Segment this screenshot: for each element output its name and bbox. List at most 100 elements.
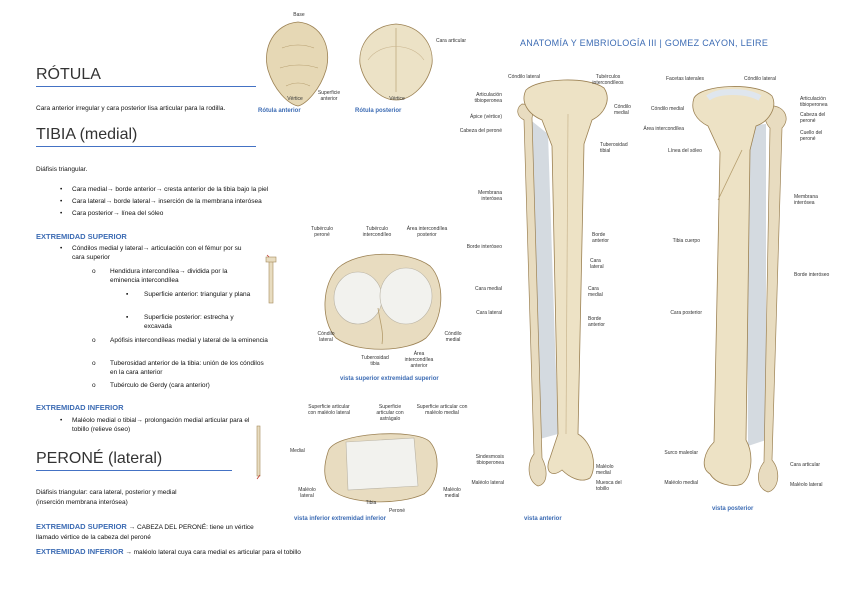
patella-label-vertice-a: Vértice — [284, 96, 306, 102]
tibia-sup-l1: Cóndilos medial y lateral→ articulación … — [72, 244, 252, 262]
post-label-linea-soleo: Línea del sóleo — [660, 148, 710, 154]
label-sup-art-med: Superficie articular con maléolo medial — [416, 404, 468, 416]
tibia-sup-l3a: Superficie anterior: triangular y plana — [144, 290, 254, 299]
section-title-rotula: RÓTULA — [36, 66, 101, 84]
subsection-title-inf: EXTREMIDAD INFERIOR — [36, 403, 124, 412]
patella-label-cara-art: Cara articular — [436, 38, 466, 44]
ant-label-membrana: Membrana interósea — [460, 190, 502, 202]
tibia-fibula-posterior-figure — [690, 80, 794, 500]
document-header: ANATOMÍA Y EMBRIOLOGÍA III | GOMEZ CAYON… — [520, 38, 768, 48]
post-label-malleolo-lat: Maléolo lateral — [790, 482, 826, 488]
label-sup-art-lat: Superficie articular con maléolo lateral — [308, 404, 350, 416]
ant-label-borde-ant: Borde anterior — [592, 232, 616, 244]
label-condilo-med: Cóndilo medial — [440, 331, 466, 343]
label-malleolo-med: Maléolo medial — [440, 487, 464, 499]
ant-label-cara-lateral2: Cara lateral — [468, 310, 502, 316]
ant-label-cabeza: Cabeza del peroné — [448, 128, 502, 134]
tibia-fibula-anterior-figure — [508, 74, 612, 494]
ant-label-sind: Sindesmosis tibioperonea — [452, 454, 504, 466]
patella-label-vertice-p: Vértice — [386, 96, 408, 102]
perone-inf-text: maléolo lateral cuya cara medial es arti… — [134, 549, 301, 556]
perone-inf-label: EXTREMIDAD INFERIOR — [36, 547, 124, 556]
ant-label-malleolo-med: Maléolo medial — [596, 464, 624, 476]
fig-inf-caption: vista inferior extremidad inferior — [294, 516, 386, 522]
post-label-condilo-med: Cóndilo medial — [650, 106, 684, 112]
perone-sup-text: CABEZA DEL PERONÉ: tiene un vértice — [137, 524, 254, 531]
ant-label-apice: Ápice (vértice) — [454, 114, 502, 120]
label-area-post: Área intercondílea posterior — [404, 226, 450, 238]
post-label-cabeza: Cabeza del peroné — [800, 112, 836, 124]
ant-label-tuberc: Tubérculos intercondíleos — [586, 74, 630, 86]
post-label-malleolo-med: Maléolo medial — [664, 480, 698, 486]
patella-label-base: Base — [289, 12, 309, 18]
tibia-sup-l3b: Superficie posterior: estrecha y excavad… — [144, 313, 254, 331]
section-title-tibia: TIBIA (medial) — [36, 126, 137, 144]
label-tibia-bottom: Tibia — [360, 500, 382, 506]
label-medial: Medial — [290, 448, 310, 454]
tibia-bullet-2: Cara lateral→ borde lateral→ inserción d… — [72, 197, 332, 206]
perone-inf-line: EXTREMIDAD INFERIOR → maléolo lateral cu… — [36, 547, 301, 557]
bullet-marker: o — [92, 267, 96, 276]
label-condilo-lat: Cóndilo lateral — [313, 331, 339, 343]
tibia-sup-l2b: Apófisis intercondíleas medial y lateral… — [110, 336, 270, 345]
bullet-marker: ▪ — [126, 290, 128, 299]
label-tuberosidad: Tuberosidad tibia — [360, 355, 390, 367]
post-label-condilo-lat: Cóndilo lateral — [738, 76, 782, 82]
posterior-caption: vista posterior — [712, 506, 753, 512]
post-label-facetas: Facetas laterales — [660, 76, 710, 82]
bullet-marker: o — [92, 381, 96, 390]
arrow-icon: → — [129, 524, 136, 531]
patella-anterior-caption: Rótula anterior — [258, 108, 301, 114]
perone-sup-label: EXTREMIDAD SUPERIOR — [36, 522, 127, 531]
perone-text-2: (inserción membrana interósea) — [36, 498, 128, 507]
ant-label-malleolo-lat: Maléolo lateral — [466, 480, 504, 486]
perone-sup-text-2: llamado vértice de la cabeza del peroné — [36, 533, 151, 542]
post-label-surco: Surco maleolar — [650, 450, 698, 456]
tibia-inf-l1: Maléolo medial o tibial→ prolongación me… — [72, 416, 252, 434]
bullet-marker: • — [60, 416, 62, 425]
perone-text-1: Diáfisis triangular: cara lateral, poste… — [36, 488, 177, 497]
ant-label-cara-medial: Cara medial — [468, 286, 502, 292]
tibia-thumbnail-icon — [264, 255, 278, 307]
label-malleolo-lat: Maléolo lateral — [296, 487, 318, 499]
ant-label-articulacion: Articulación tibioperonea — [454, 92, 502, 104]
perone-sup-line: EXTREMIDAD SUPERIOR → CABEZA DEL PERONÉ:… — [36, 522, 254, 532]
tibia-sup-l2c: Tuberosidad anterior de la tibia: unión … — [110, 359, 270, 377]
post-label-borde: Borde interóseo — [794, 272, 830, 278]
ant-label-condilo-lat: Cóndilo lateral — [502, 74, 546, 80]
post-label-cara-post: Cara posterior — [666, 310, 702, 316]
bullet-marker: • — [60, 244, 62, 253]
ant-label-muesca: Muesca del tobillo — [596, 480, 624, 492]
arrow-icon: → — [125, 549, 132, 556]
label-area-ant: Área intercondílea anterior — [402, 351, 436, 369]
patella-posterior-figure — [356, 22, 436, 102]
bullet-marker: • — [60, 197, 62, 206]
post-label-cuello: Cuello del peroné — [800, 130, 836, 142]
ant-label-cara-medial2: Cara medial — [588, 286, 612, 298]
post-label-articulacion: Articulación tibioperonea — [800, 96, 844, 108]
tibia-bullet-3: Cara posterior→ línea del sóleo — [72, 209, 332, 218]
patella-label-sup-ant: Superficie anterior — [314, 90, 344, 102]
section-rule — [36, 86, 256, 87]
tibia-sup-l2a: Hendidura intercondílea→ dividida por la… — [110, 267, 250, 285]
label-tub-inter: Tubérculo intercondíleo — [360, 226, 394, 238]
bullet-marker: ▪ — [126, 313, 128, 322]
bullet-marker: o — [92, 336, 96, 345]
patella-posterior-caption: Rótula posterior — [355, 108, 401, 114]
label-sup-art-ast: Superficie articular con astrágalo — [370, 404, 410, 422]
ant-label-cara-lat: Cara lateral — [590, 258, 614, 270]
ant-label-borde: Borde interóseo — [462, 244, 502, 250]
fig-sup-caption: vista superior extremidad superior — [340, 376, 439, 382]
anterior-caption: vista anterior — [524, 516, 562, 522]
tibia-sup-l2d: Tubérculo de Gerdy (cara anterior) — [110, 381, 270, 390]
section-title-perone: PERONÉ (lateral) — [36, 450, 162, 468]
label-tub-lat: Tubérculo peroné — [310, 226, 334, 238]
ant-label-condilo-med: Cóndilo medial — [614, 104, 644, 116]
post-label-membrana: Membrana interósea — [794, 194, 834, 206]
rotula-text: Cara anterior irregular y cara posterior… — [36, 104, 266, 113]
tibia-inferior-view-figure — [318, 424, 442, 504]
tibia-bullet-1: Cara medial→ borde anterior→ cresta ante… — [72, 185, 332, 194]
bullet-marker: o — [92, 359, 96, 368]
label-perone-bottom: Peroné — [386, 508, 408, 514]
bullet-marker: • — [60, 185, 62, 194]
